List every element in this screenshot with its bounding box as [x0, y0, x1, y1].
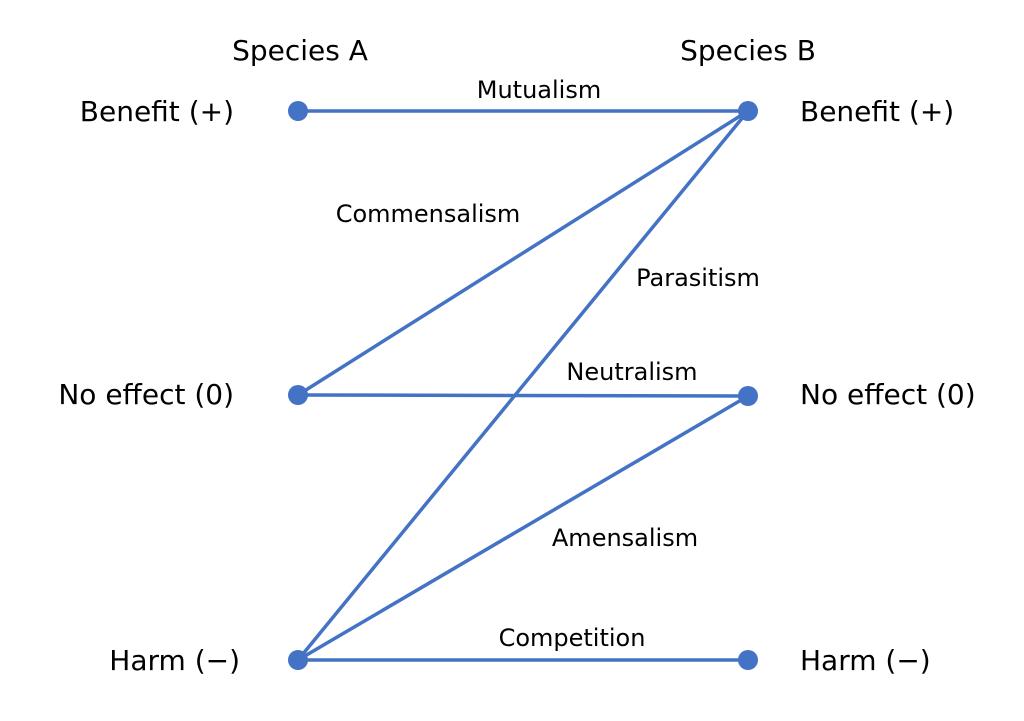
species-a-level-benefit: Benefit (+) — [80, 95, 234, 128]
species-a-benefit-node — [288, 101, 308, 121]
parasitism-line — [296, 109, 750, 662]
nodes — [288, 101, 758, 670]
species-b-level-harm: Harm (−) — [800, 644, 931, 677]
species-b-no-effect-node — [738, 386, 758, 406]
relationship-lines — [296, 109, 750, 662]
species-b-benefit-node — [738, 101, 758, 121]
parasitism-label: Parasitism — [636, 264, 760, 292]
amensalism-line — [296, 394, 750, 662]
species-b-header: Species B — [680, 34, 816, 67]
neutralism-line — [296, 393, 750, 398]
species-a-level-no-effect: No effect (0) — [58, 378, 234, 411]
commensalism-line — [296, 109, 750, 397]
amensalism-label: Amensalism — [552, 524, 698, 552]
competition-label: Competition — [499, 624, 646, 652]
mutualism-label: Mutualism — [477, 76, 601, 104]
species-b-level-benefit: Benefit (+) — [800, 95, 954, 128]
species-a-harm-node — [288, 650, 308, 670]
species-a-header: Species A — [232, 34, 368, 67]
species-b-level-no-effect: No effect (0) — [800, 378, 976, 411]
species-b-harm-node — [738, 650, 758, 670]
neutralism-label: Neutralism — [566, 358, 697, 386]
species-a-level-harm: Harm (−) — [109, 644, 240, 677]
species-a-no-effect-node — [288, 385, 308, 405]
commensalism-label: Commensalism — [336, 200, 521, 228]
